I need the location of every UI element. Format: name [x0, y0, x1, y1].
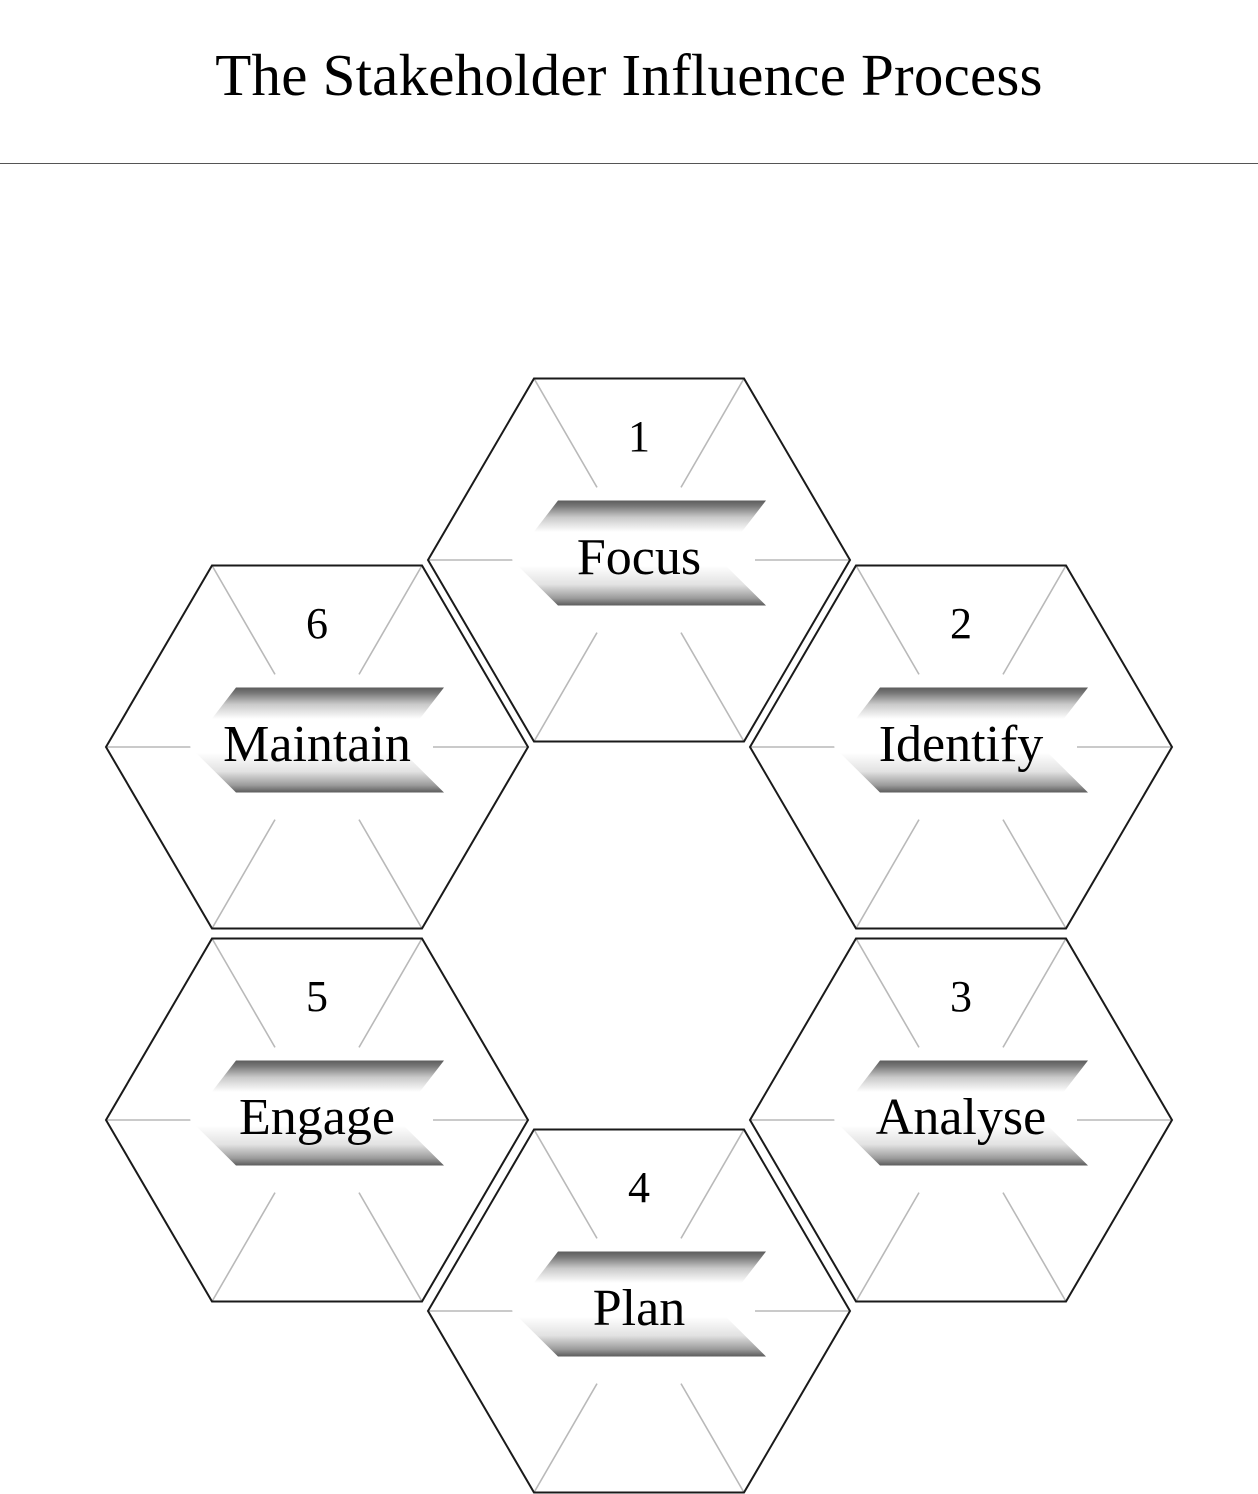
hex-label-band	[512, 500, 766, 606]
hex-number-2: 2	[950, 599, 972, 648]
hex-label-band	[190, 687, 444, 793]
hex-node-plan[interactable]	[426, 1128, 852, 1494]
hex-spoke-diagonal	[680, 378, 745, 488]
page-title: The Stakeholder Influence Process	[215, 42, 1043, 108]
hex-spoke-diagonal	[533, 378, 598, 488]
title-divider	[0, 163, 1258, 164]
hex-spoke-diagonal	[211, 819, 276, 929]
hex-spoke-diagonal	[855, 938, 920, 1048]
hex-spoke-diagonal	[211, 565, 276, 675]
hex-label-band	[190, 1060, 444, 1166]
hex-number-5: 5	[306, 972, 328, 1021]
hex-spoke-diagonal	[211, 1192, 276, 1302]
hex-outline[interactable]	[426, 377, 852, 743]
hex-spoke-diagonal	[680, 632, 745, 742]
hex-spoke-diagonal	[358, 938, 423, 1048]
hex-label-maintain: Maintain	[223, 716, 411, 773]
hex-spoke-diagonal	[533, 632, 598, 742]
page-header: The Stakeholder Influence Process	[0, 0, 1258, 164]
hex-spoke-diagonal	[855, 1192, 920, 1302]
hex-spoke-diagonal	[358, 819, 423, 929]
hex-label-identify: Identify	[878, 716, 1044, 773]
hex-number-3: 3	[950, 972, 972, 1021]
hex-number-1: 1	[628, 412, 650, 461]
hex-outline[interactable]	[426, 1128, 852, 1494]
hex-spoke-diagonal	[680, 1383, 745, 1493]
hex-spoke-diagonal	[533, 1383, 598, 1493]
hex-outline[interactable]	[104, 937, 530, 1303]
hex-spoke-diagonal	[533, 1129, 598, 1239]
hex-spoke-diagonal	[1002, 819, 1067, 929]
hex-label-plan: Plan	[592, 1280, 686, 1337]
hex-spoke-diagonal	[855, 819, 920, 929]
hex-node-focus[interactable]	[426, 377, 852, 743]
hex-label-band	[512, 1251, 766, 1357]
hex-label-engage: Engage	[239, 1089, 395, 1146]
hex-label-focus: Focus	[576, 529, 702, 586]
hex-outline[interactable]	[748, 564, 1174, 930]
hex-spoke-diagonal	[680, 1129, 745, 1239]
hex-spoke-diagonal	[358, 1192, 423, 1302]
hex-spoke-diagonal	[1002, 1192, 1067, 1302]
hex-node-analyse[interactable]	[748, 937, 1174, 1303]
hex-spoke-diagonal	[1002, 938, 1067, 1048]
hex-spoke-diagonal	[358, 565, 423, 675]
hex-outline[interactable]	[748, 937, 1174, 1303]
hex-spoke-diagonal	[855, 565, 920, 675]
hex-number-6: 6	[306, 599, 328, 648]
hex-label-band	[834, 1060, 1088, 1166]
hex-spoke-diagonal	[211, 938, 276, 1048]
hex-outline[interactable]	[104, 564, 530, 930]
hex-label-analyse: Analyse	[875, 1089, 1047, 1146]
hex-number-4: 4	[628, 1163, 650, 1212]
hex-node-engage[interactable]	[104, 937, 530, 1303]
hex-spoke-diagonal	[1002, 565, 1067, 675]
hex-node-identify[interactable]	[748, 564, 1174, 930]
hex-node-maintain[interactable]	[104, 564, 530, 930]
hex-label-band	[834, 687, 1088, 793]
